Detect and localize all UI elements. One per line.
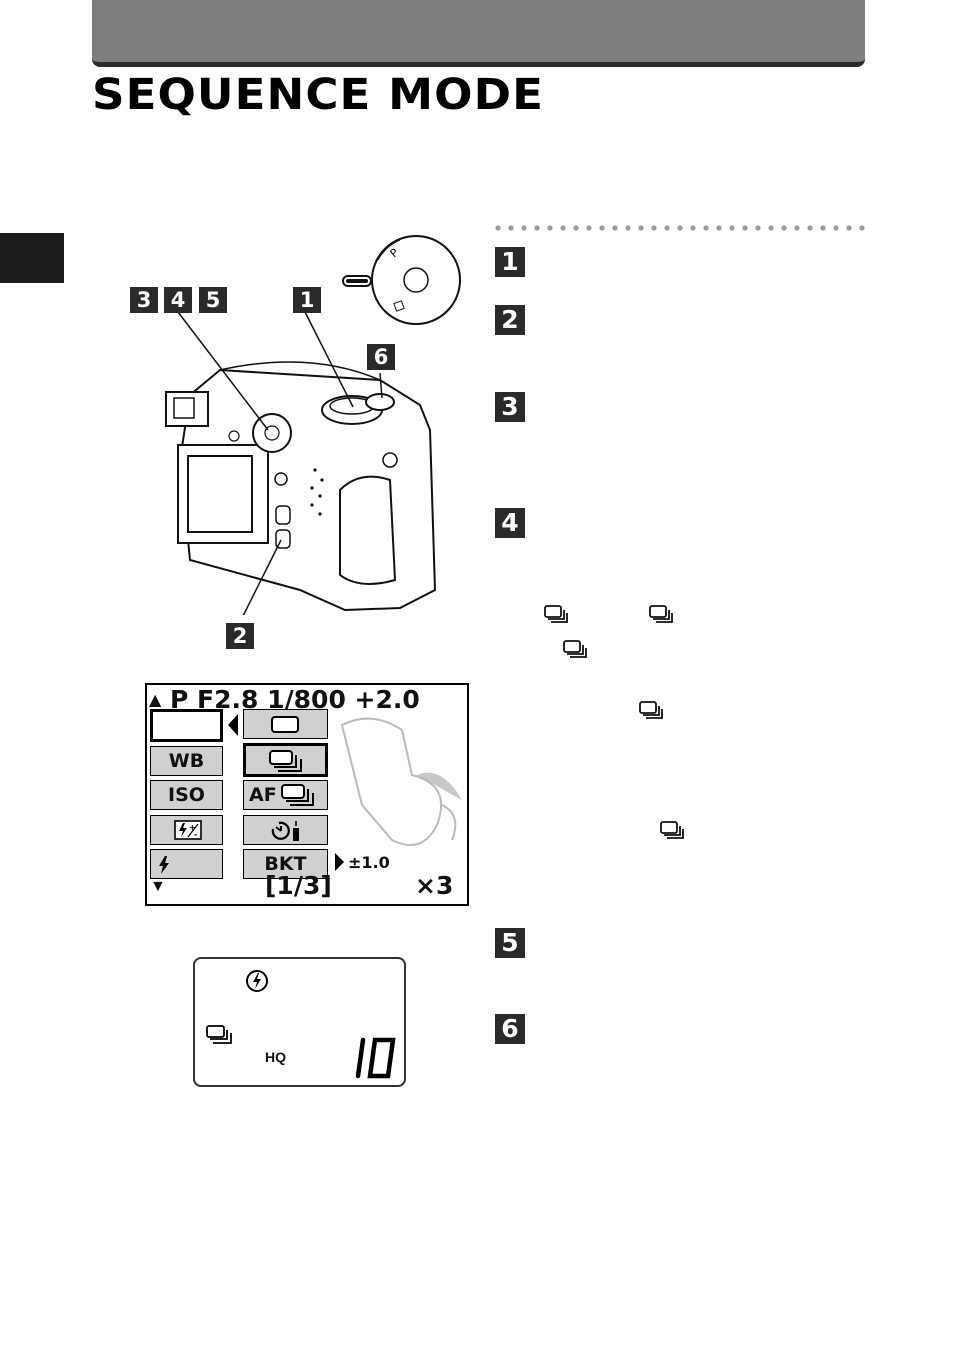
menu-item-drive[interactable] [150, 709, 223, 742]
selection-pointer-icon [228, 714, 238, 736]
header-bar [92, 0, 865, 67]
camera-illustration: P [165, 235, 461, 615]
flash-icon [159, 856, 169, 874]
single-frame-icon [271, 716, 299, 733]
svg-text:+: + [189, 823, 196, 832]
menu-item-flash-compensation[interactable]: +- [150, 815, 223, 845]
dotted-divider [495, 225, 865, 231]
sequence-icon [660, 821, 684, 839]
sequence-icon [649, 605, 673, 623]
step-6-marker: 6 [495, 1014, 525, 1044]
step-5-marker: 5 [495, 928, 525, 958]
menu-item-flash[interactable] [150, 849, 223, 879]
page-title: SEQUENCE MODE [92, 70, 545, 120]
bracket-step-value: ±1.0 [348, 853, 390, 872]
self-timer-remote-icon [271, 821, 299, 841]
quality-indicator: HQ [265, 1049, 286, 1065]
background-photo-silhouette [340, 717, 462, 846]
callout-6: 6 [367, 344, 395, 370]
step-3-marker: 3 [495, 392, 525, 422]
option-bracketing[interactable]: BKT [243, 849, 328, 879]
option-single-frame[interactable] [243, 709, 328, 739]
scroll-up-arrow-icon: ▲ [149, 690, 162, 709]
af-label: AF [249, 784, 277, 806]
step-1-marker: 1 [495, 247, 525, 277]
option-af-sequence[interactable]: AF [243, 780, 328, 810]
sequence-icon [563, 640, 587, 658]
option-self-timer-remote[interactable] [243, 815, 328, 845]
callout-1: 1 [293, 287, 321, 313]
sequence-icon [206, 1025, 232, 1044]
flash-off-icon [246, 970, 268, 992]
svg-text:-: - [194, 830, 197, 839]
callout-2: 2 [226, 623, 254, 649]
chapter-tab [0, 233, 64, 283]
flash-compensation-icon: +- [174, 820, 202, 840]
menu-item-iso[interactable]: ISO [150, 780, 223, 810]
callout-5: 5 [199, 287, 227, 313]
page-indicator: [1/3] [265, 871, 332, 900]
lcd-menu-screen: ▲ P F2.8 1/800 +2.0 WB ISO +- AF BKT ±1.… [145, 683, 469, 906]
step-2-marker: 2 [495, 305, 525, 335]
control-panel-display: HQ 10 [193, 957, 406, 1087]
option-sequence[interactable] [243, 743, 328, 777]
frame-multiplier: ×3 [415, 871, 454, 900]
callout-3: 3 [130, 287, 158, 313]
menu-item-wb[interactable]: WB [150, 746, 223, 776]
sequence-icon [544, 605, 568, 623]
step-4-marker: 4 [495, 508, 525, 538]
submenu-arrow-icon [335, 853, 344, 871]
scroll-down-arrow-icon: ▼ [150, 878, 166, 895]
callout-4: 4 [164, 287, 192, 313]
sequence-icon [639, 701, 663, 719]
frames-remaining-counter [355, 1037, 396, 1079]
sequence-icon [269, 750, 302, 772]
sequence-icon [281, 784, 314, 806]
